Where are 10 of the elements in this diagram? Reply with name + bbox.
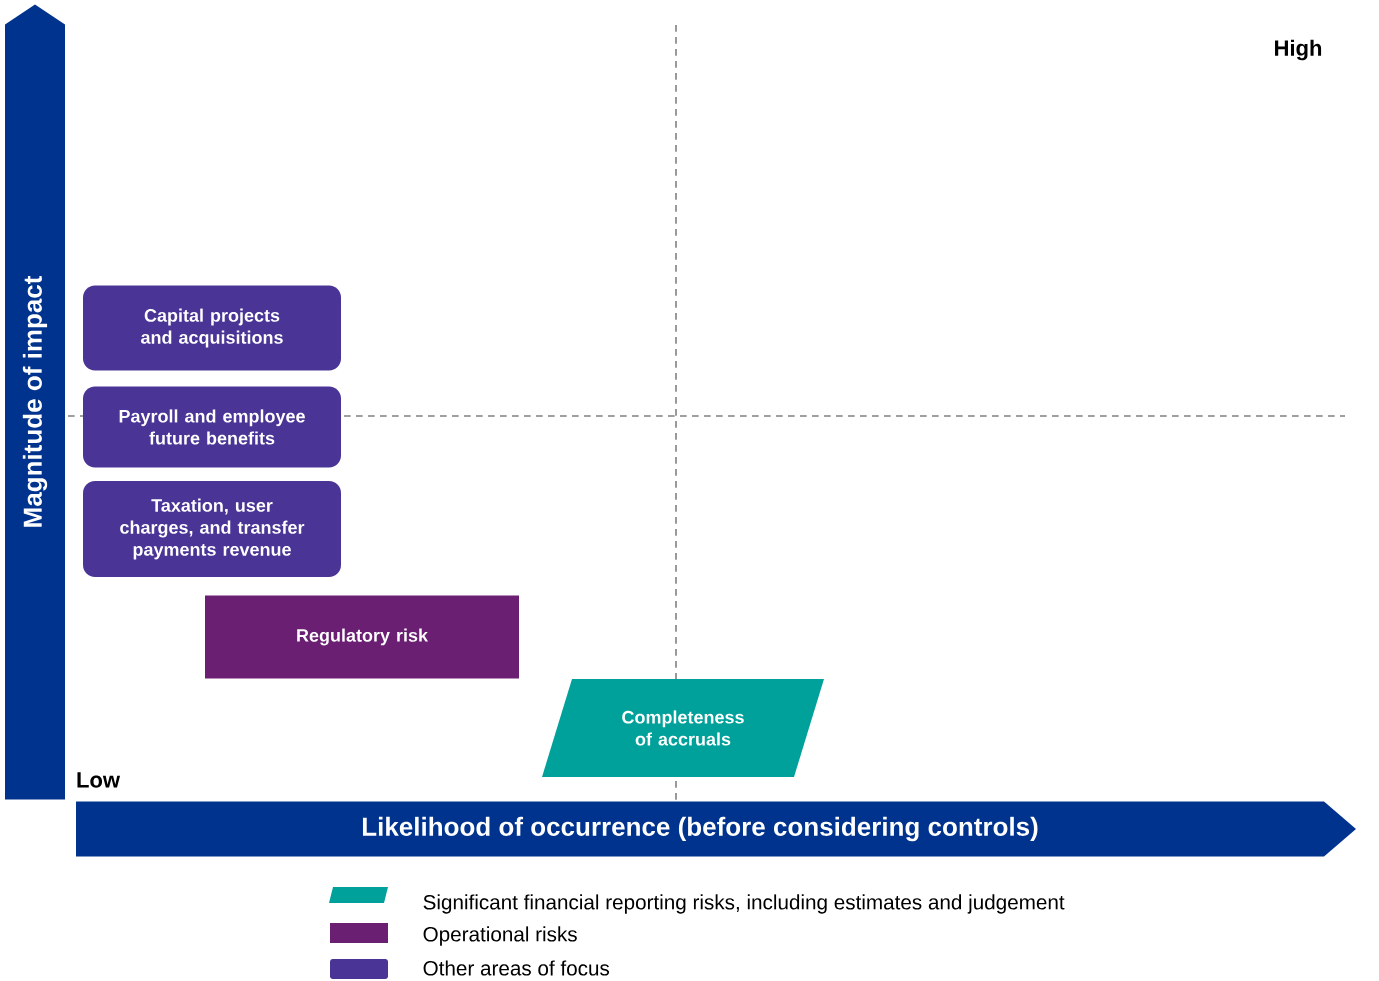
risk-box: Payroll and employee future benefits [83,386,341,468]
risk-box: Taxation, user charges, and transfer payments revenue [83,481,341,577]
axis-label: High [1275,39,1322,61]
legend-text: Other areas of focus [423,960,610,976]
risk-box: Regulatory risk [205,595,519,679]
risk-box: Capital projects and acquisitions [83,285,341,371]
axis-label: Low [77,772,121,788]
risk-parallelogram: Completeness of accruals [542,679,824,777]
legend-text: Operational risks [423,926,577,946]
legend-text: Significant financial reporting risks, including estimates and judgement [423,894,1065,914]
